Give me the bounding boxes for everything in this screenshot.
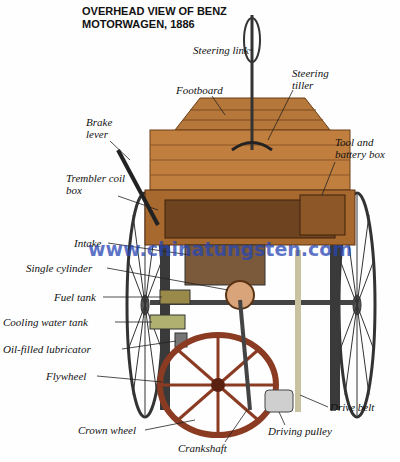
watermark: www.chinatungsten.com [88, 238, 352, 260]
drive-belt [295, 250, 301, 412]
part-label: Fuel tank [54, 291, 124, 303]
part-label: Trembler coil box [66, 172, 126, 196]
part-label: Single cylinder [26, 262, 126, 274]
fuel-tank [160, 290, 190, 304]
frame-rail [330, 240, 340, 410]
part-label: Flywheel [46, 370, 116, 382]
part-label: Drive belt [330, 401, 395, 413]
part-label: Crown wheel [78, 424, 158, 436]
tool-box [300, 195, 345, 235]
part-label: Crankshaft [178, 442, 258, 454]
part-label: Cooling water tank [3, 316, 123, 328]
part-label: Oil-filled lubricator [3, 343, 133, 355]
body-box [145, 190, 355, 245]
part-label: Footboard [176, 84, 246, 96]
driving-pulley [265, 390, 293, 412]
steering-column [251, 15, 254, 150]
brake-lever [118, 150, 158, 225]
seat-body [150, 130, 350, 190]
water-tank [150, 315, 185, 329]
flywheel [160, 335, 276, 435]
part-label: Tool and battery box [335, 136, 395, 160]
diagram-title: OVERHEAD VIEW OF BENZ MOTORWAGEN, 1886 [82, 5, 240, 31]
part-label: Brake lever [86, 116, 126, 140]
part-label: Steering link [170, 44, 249, 56]
part-label: Driving pulley [268, 425, 358, 437]
steering-tiller [232, 143, 272, 151]
part-label: Steering tiller [292, 67, 342, 91]
crankshaft [240, 300, 250, 410]
